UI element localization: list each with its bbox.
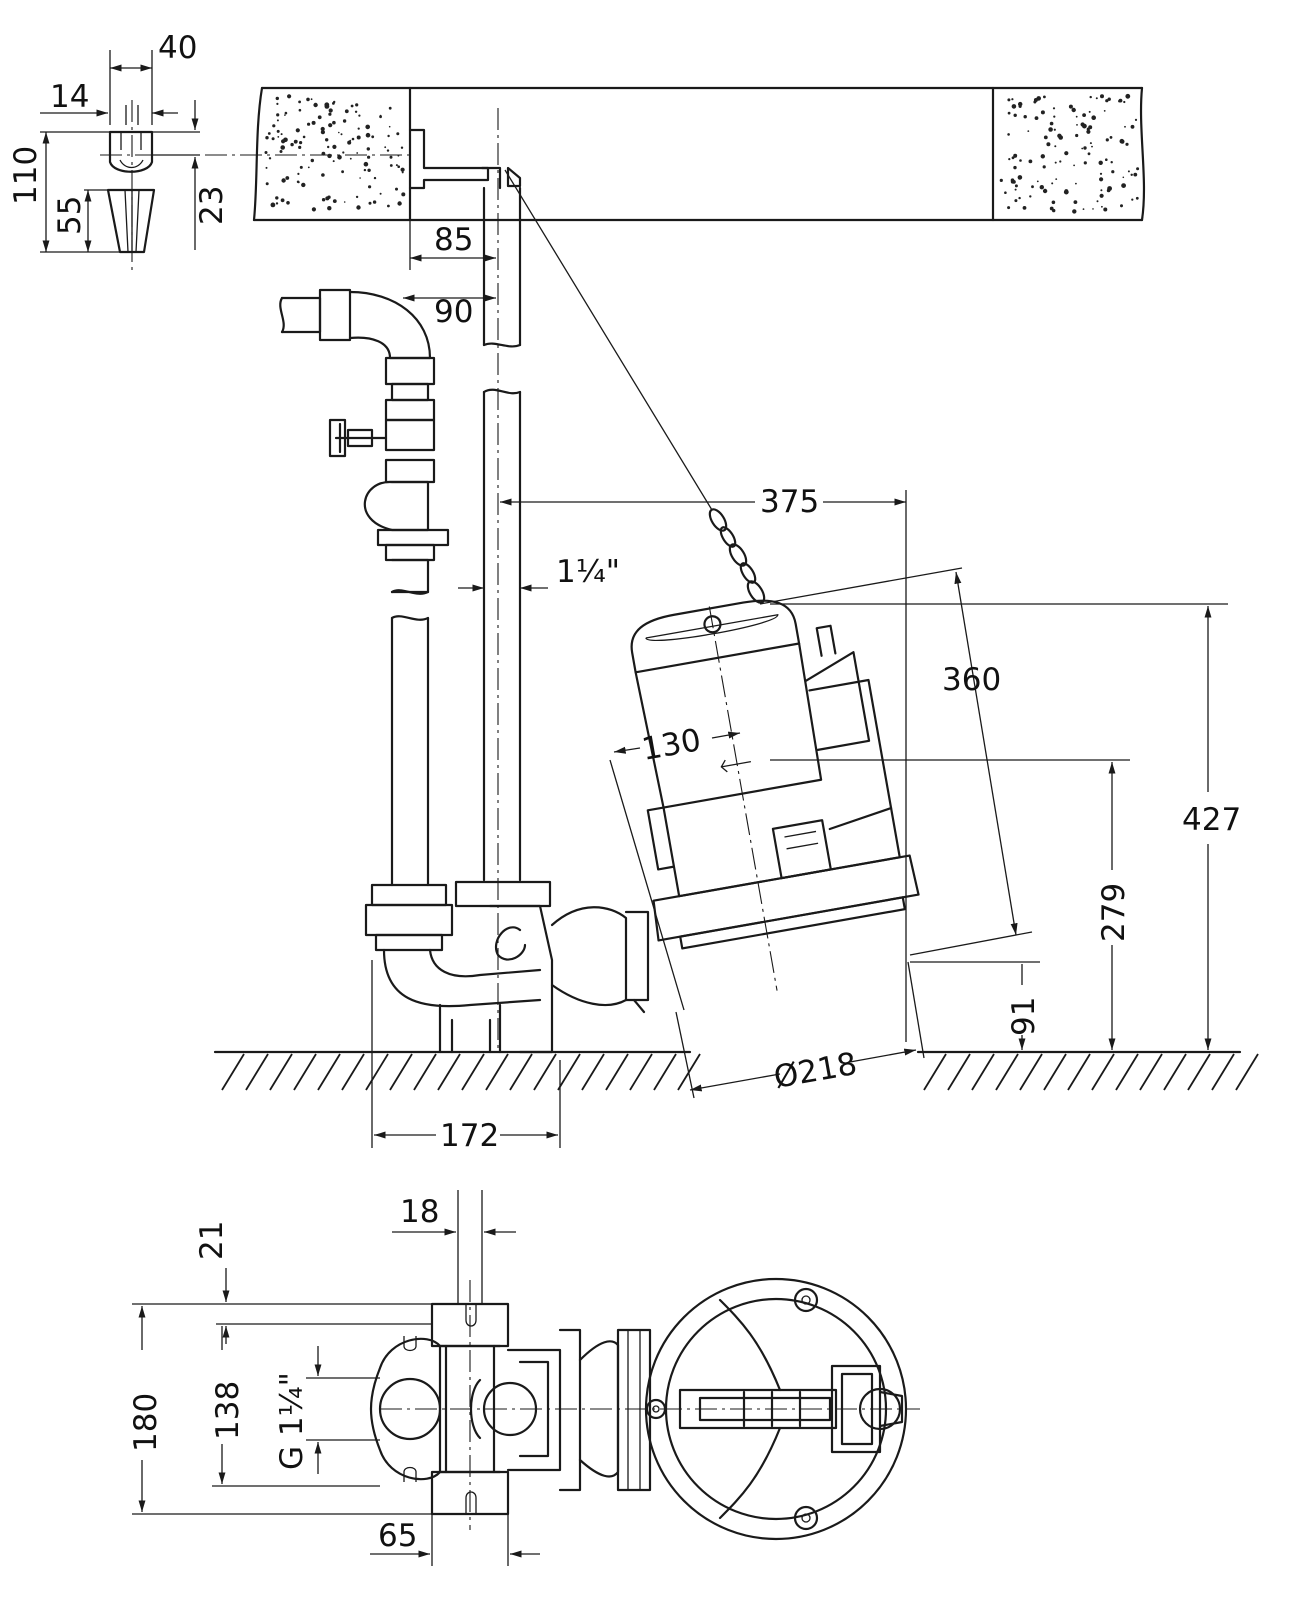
concrete-slab: [252, 86, 1146, 222]
lifting-chain: [504, 169, 766, 604]
dim-279: 279: [1096, 883, 1132, 942]
dim-55: 55: [52, 196, 88, 235]
floor-line: [213, 1050, 1259, 1091]
dim-thread: G 1¼": [274, 1372, 310, 1470]
plan-view: [369, 1277, 920, 1541]
dim-40: 40: [158, 30, 197, 66]
guide-tube: [482, 186, 522, 882]
dim-138: 138: [210, 1381, 246, 1440]
dim-375: 375: [760, 484, 819, 520]
dim-172: 172: [440, 1118, 499, 1154]
dim-180: 180: [128, 1393, 164, 1452]
dim-218: Ø218: [771, 1046, 860, 1096]
dim-21: 21: [194, 1221, 230, 1260]
dim-85: 85: [434, 222, 473, 258]
dim-pipe-size: 1¼": [556, 554, 620, 590]
dim-90: 90: [434, 294, 473, 330]
dim-130: 130: [639, 722, 704, 768]
dim-110: 110: [8, 146, 44, 205]
dim-427: 427: [1182, 802, 1241, 838]
main-dimensions: [371, 490, 1228, 1148]
bracket-detail: [40, 50, 410, 270]
dim-23: 23: [194, 186, 230, 225]
dim-91: 91: [1006, 997, 1042, 1036]
guide-rail-bracket: [408, 108, 522, 1050]
discharge-pipe: [279, 288, 542, 1054]
dim-360: 360: [942, 662, 1001, 698]
pump-body: [630, 599, 920, 991]
auto-coupling-foot: [454, 880, 650, 1054]
dim-65: 65: [378, 1518, 417, 1554]
dim-18: 18: [400, 1194, 439, 1230]
dim-14: 14: [50, 79, 89, 115]
plan-dimensions: [132, 1190, 540, 1566]
